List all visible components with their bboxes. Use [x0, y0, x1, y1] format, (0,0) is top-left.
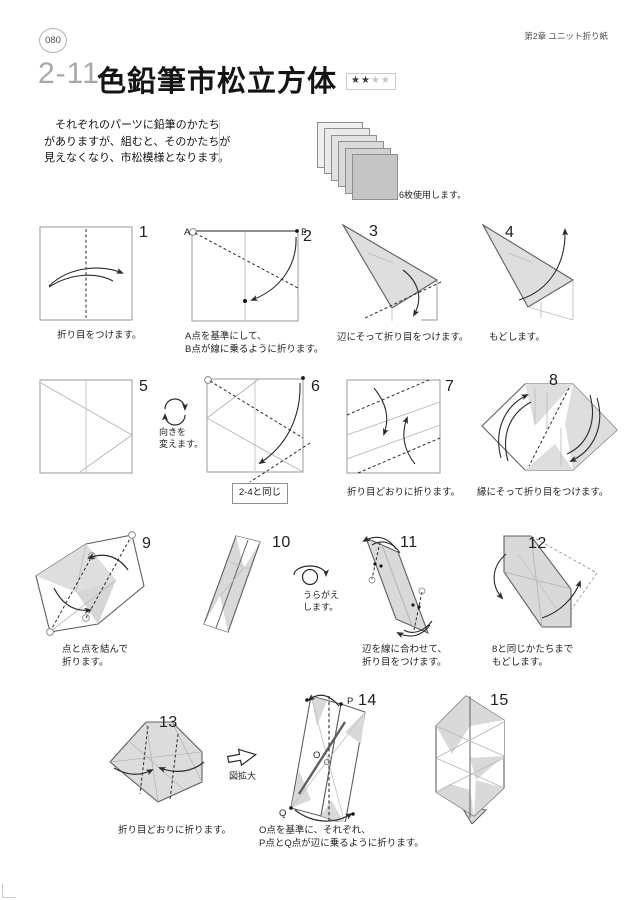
intro-line-2: がありますが、組むと、そのかたちが [44, 135, 231, 148]
step3-caption: 辺にそって折り目をつけます。 [337, 332, 469, 343]
step11-number: 11 [400, 534, 418, 551]
step5-number: 5 [139, 378, 149, 395]
difficulty-badge: ★★★★ [346, 73, 396, 90]
step15-number: 15 [490, 692, 509, 709]
step6-diagram [204, 376, 311, 483]
intro-paragraph: それぞれのパーツに鉛筆のかたち がありますが、組むと、そのかたちが 見えなくなり… [44, 117, 230, 167]
stars-filled: ★★ [351, 75, 371, 86]
page-corner-mark [2, 884, 16, 898]
step9-diagram [35, 531, 145, 636]
step3-number: 3 [369, 223, 379, 240]
step8-number: 8 [549, 372, 559, 389]
enlarge-caption: 図拡大 [229, 771, 257, 781]
column-divider [219, 120, 220, 164]
stars-empty: ★★ [370, 75, 391, 86]
step4-caption: もどします。 [489, 332, 545, 343]
step14-caption-2: P点とQ点が辺に乗るように折ります。 [259, 838, 424, 849]
step3-diagram [341, 223, 442, 321]
step4-diagram [481, 223, 575, 321]
rotate-caption-1: 向きを [159, 427, 187, 437]
section-code: 2-11 [38, 57, 100, 90]
step11-caption-2: 折り目をつけます。 [362, 657, 447, 668]
step14-diagram: P O Q [279, 694, 366, 822]
step13-diagram [109, 721, 205, 803]
rotate-icon [162, 398, 188, 426]
point-label-b: B [301, 227, 306, 238]
step12-caption-2: もどします。 [492, 657, 548, 668]
step12-diagram [493, 535, 598, 628]
step1-diagram [39, 226, 133, 321]
paper-stack-icon [317, 122, 399, 202]
rotate-caption-2: 変えます。 [159, 439, 204, 449]
step5-diagram [39, 379, 133, 474]
step15-diagram [435, 695, 505, 824]
point-label-o: O [313, 750, 320, 761]
flip-caption-2: します。 [303, 602, 339, 612]
step2-diagram: A B [184, 227, 306, 322]
step8-caption: 縁にそって折り目をつけます。 [477, 487, 609, 498]
step2-caption-1: A点を基準にして、 [185, 331, 267, 342]
step7-diagram [346, 379, 441, 474]
step14-number: 14 [358, 692, 377, 709]
step1-number: 1 [139, 224, 149, 241]
step12-number: 12 [528, 535, 547, 552]
step2-number: 2 [303, 228, 313, 245]
flip-caption-1: うらがえ [303, 590, 340, 600]
step12-caption-1: 8と同じかたちまで [492, 644, 574, 655]
step8-diagram [481, 383, 618, 471]
step6-note: 2-4と同じ [232, 483, 288, 504]
point-label-a: A [184, 227, 191, 238]
step11-caption-1: 辺を線に合わせて、 [362, 644, 448, 655]
page-number: 080 [39, 28, 67, 53]
step9-caption-1: 点と点を結んで [62, 644, 129, 655]
page-title: 色鉛筆市松立方体 [97, 66, 338, 98]
step10-number: 10 [272, 534, 291, 551]
step2-caption-2: B点が線に乗るように折ります。 [185, 344, 324, 355]
point-label-q: Q [279, 808, 286, 819]
flip-icon [293, 565, 329, 586]
sheets-caption: 6枚使用します。 [399, 190, 467, 200]
step6-number: 6 [311, 378, 321, 395]
step7-caption: 折り目どおりに折ります。 [347, 487, 461, 498]
step9-number: 9 [142, 535, 152, 552]
enlarge-arrow-icon [226, 748, 258, 767]
step4-number: 4 [505, 224, 515, 241]
step9-caption-2: 折ります。 [62, 657, 109, 668]
chapter-header: 第2章 ユニット折り紙 [524, 31, 608, 41]
intro-line-1: それぞれのパーツに鉛筆のかたち [44, 119, 220, 131]
step13-caption: 折り目どおりに折ります。 [118, 825, 232, 836]
step1-caption: 折り目をつけます。 [57, 330, 142, 341]
step10-diagram [203, 535, 261, 633]
intro-line-3: 見えなくなり、市松模様となります。 [44, 152, 230, 164]
step11-diagram [362, 535, 433, 639]
step7-number: 7 [445, 378, 455, 395]
step14-caption-1: O点を基準に、それぞれ、 [259, 825, 371, 836]
point-label-p: P [347, 696, 353, 707]
step13-number: 13 [159, 714, 178, 731]
